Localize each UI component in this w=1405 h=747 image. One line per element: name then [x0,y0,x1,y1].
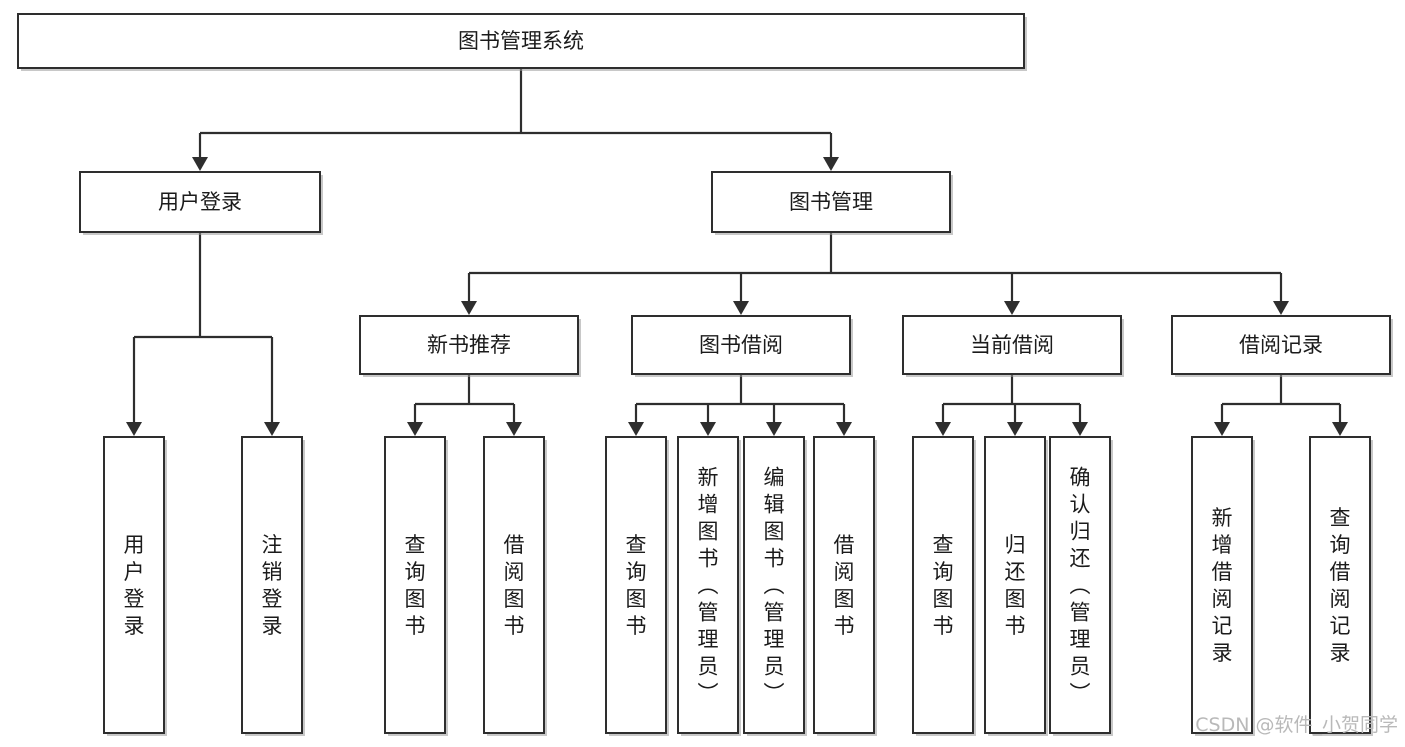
connector-layer [126,68,1348,436]
connector-group-root [192,68,839,171]
node-box[interactable] [912,436,974,734]
arrow-head-icon [1273,301,1289,315]
node-l_query_book_1[interactable]: 查询图书 [384,436,448,736]
node-box[interactable] [384,436,446,734]
arrow-head-icon [700,422,716,436]
node-box[interactable] [711,171,951,233]
node-l_query_record[interactable]: 查询借阅记录 [1309,436,1373,736]
node-n_user_login[interactable]: 用户登录 [79,171,323,235]
watermark-layer: CSDN @软件_小贺同学 [1195,714,1398,736]
node-l_confirm_return[interactable]: 确认归还︵管理员︶ [1049,436,1113,736]
node-n_book_borrow[interactable]: 图书借阅 [631,315,853,377]
node-label: 新增图书︵管理员︶ [698,466,719,706]
node-box[interactable] [902,315,1122,375]
node-label: 确认归还︵管理员︶ [1070,466,1091,706]
node-l_add_book[interactable]: 新增图书︵管理员︶ [677,436,741,736]
arrow-head-icon [1007,422,1023,436]
arrow-head-icon [628,422,644,436]
node-label: 借阅图书 [504,533,525,638]
node-label: 查询借阅记录 [1330,506,1351,665]
node-box[interactable] [631,315,851,375]
node-label: 图书借阅 [699,333,783,357]
node-box[interactable] [984,436,1046,734]
arrow-head-icon [126,422,142,436]
arrow-head-icon [264,422,280,436]
node-l_add_record[interactable]: 新增借阅记录 [1191,436,1255,736]
connector-group-n_new_book_rec [407,374,522,436]
node-l_edit_book[interactable]: 编辑图书︵管理员︶ [743,436,807,736]
arrow-head-icon [461,301,477,315]
node-box[interactable] [813,436,875,734]
arrow-head-icon [1332,422,1348,436]
node-label: 当前借阅 [970,333,1054,357]
node-label: 注销登录 [262,533,283,638]
node-label: 借阅图书 [834,533,855,638]
node-box[interactable] [79,171,321,233]
arrow-head-icon [836,422,852,436]
node-box[interactable] [359,315,579,375]
node-box[interactable] [1049,436,1111,734]
node-label: 图书管理 [789,190,873,214]
arrow-head-icon [407,422,423,436]
connector-group-n_borrow_record [1214,374,1348,436]
node-n_book_mgmt[interactable]: 图书管理 [711,171,953,235]
node-box[interactable] [241,436,303,734]
connector-group-n_current_borrow [935,374,1088,436]
node-root[interactable]: 图书管理系统 [17,13,1027,71]
node-label: 查询图书 [626,533,647,638]
node-box[interactable] [605,436,667,734]
csdn-watermark: CSDN @软件_小贺同学 [1195,714,1398,736]
node-label: 图书管理系统 [458,29,584,53]
node-box[interactable] [1309,436,1371,734]
connector-group-n_book_mgmt [461,232,1289,315]
node-n_borrow_record[interactable]: 借阅记录 [1171,315,1393,377]
node-label: 查询图书 [933,533,954,638]
node-box[interactable] [1191,436,1253,734]
node-label: 用户登录 [158,190,242,214]
node-box[interactable] [1171,315,1391,375]
node-label: 借阅记录 [1239,333,1323,357]
node-l_borrow_book_2[interactable]: 借阅图书 [813,436,877,736]
arrow-head-icon [192,157,208,171]
connector-group-n_book_borrow [628,374,852,436]
node-box[interactable] [677,436,739,734]
node-l_borrow_book_1[interactable]: 借阅图书 [483,436,547,736]
arrow-head-icon [935,422,951,436]
node-box[interactable] [743,436,805,734]
node-l_query_book_2[interactable]: 查询图书 [605,436,669,736]
node-label: 归还图书 [1005,533,1026,638]
node-box[interactable] [483,436,545,734]
node-l_query_book_3[interactable]: 查询图书 [912,436,976,736]
node-l_user_login[interactable]: 用户登录 [103,436,167,736]
arrow-head-icon [733,301,749,315]
node-layer: 图书管理系统用户登录图书管理新书推荐图书借阅当前借阅借阅记录用户登录注销登录查询… [17,13,1393,736]
node-l_return_book[interactable]: 归还图书 [984,436,1048,736]
arrow-head-icon [1072,422,1088,436]
connector-group-n_user_login [126,232,280,436]
node-label: 用户登录 [124,533,145,638]
node-label: 查询图书 [405,533,426,638]
arrow-head-icon [1214,422,1230,436]
node-box[interactable] [17,13,1025,69]
arrow-head-icon [766,422,782,436]
node-label: 新书推荐 [427,333,511,357]
arrow-head-icon [1004,301,1020,315]
node-l_logout[interactable]: 注销登录 [241,436,305,736]
node-label: 新增借阅记录 [1212,506,1233,665]
node-label: 编辑图书︵管理员︶ [764,466,785,706]
arrow-head-icon [506,422,522,436]
node-box[interactable] [103,436,165,734]
arrow-head-icon [823,157,839,171]
node-n_current_borrow[interactable]: 当前借阅 [902,315,1124,377]
node-n_new_book_rec[interactable]: 新书推荐 [359,315,581,377]
